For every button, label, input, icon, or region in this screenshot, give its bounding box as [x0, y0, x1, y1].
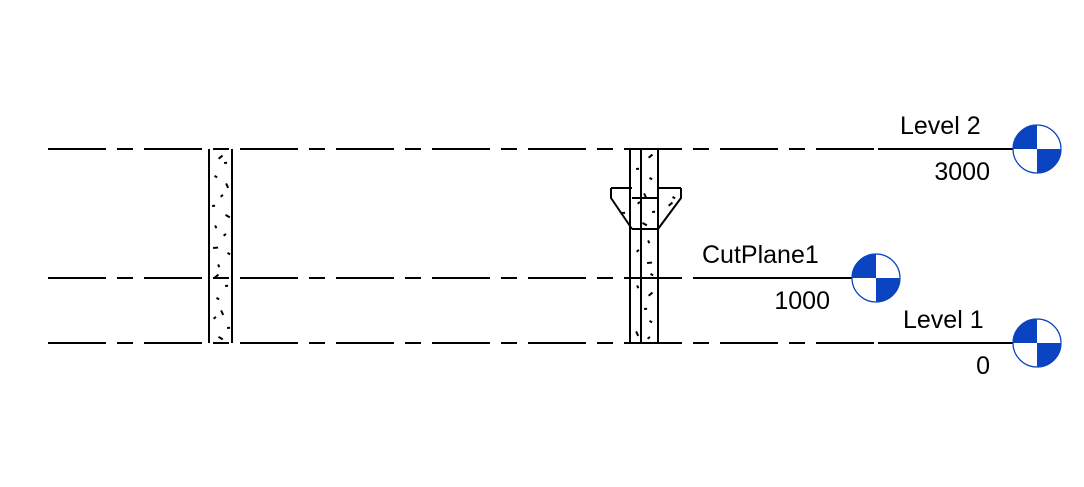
hopper-funnel-section[interactable]	[610, 187, 682, 230]
hatch-speckle	[647, 240, 651, 244]
level-lines-group	[48, 148, 1014, 344]
level-elevation-label-level-2[interactable]: 3000	[934, 158, 990, 186]
hatch-speckle	[225, 182, 230, 189]
hatch-speckle	[647, 261, 653, 264]
hatch-speckle	[213, 246, 219, 249]
marker-quadrant-top-left	[852, 254, 876, 278]
hatch-speckle	[217, 154, 224, 160]
hatch-speckle	[648, 291, 654, 297]
hatch-speckle	[216, 297, 220, 301]
hatch-speckle	[227, 251, 231, 256]
hatch-speckle	[652, 210, 656, 213]
hatch-speckle	[649, 273, 654, 277]
hatch-speckle	[672, 196, 676, 200]
hatch-speckle	[635, 249, 640, 253]
hatch-speckle	[220, 194, 224, 198]
hatch-speckle	[225, 214, 231, 219]
wall-left-section[interactable]	[208, 149, 233, 343]
level-name-label-level-1[interactable]: Level 1	[903, 306, 984, 334]
hatch-speckle	[642, 222, 648, 227]
hopper-left-outline	[610, 188, 633, 230]
level-markers-group	[851, 124, 1062, 368]
concrete-hatch-hopper	[622, 196, 676, 214]
level-marker-cut-plane-1[interactable]	[851, 253, 901, 303]
marker-circle-outline	[851, 253, 901, 303]
marker-circle-outline	[1012, 318, 1062, 368]
hatch-speckle	[622, 211, 626, 214]
hatch-speckle	[644, 307, 648, 310]
level-elevation-label-cut-plane-1[interactable]: 1000	[774, 287, 830, 315]
hatch-speckle	[647, 336, 651, 340]
marker-quadrant-bottom-right	[1037, 343, 1061, 367]
level-elevation-label-level-1[interactable]: 0	[976, 352, 990, 380]
marker-quadrant-bottom-right	[876, 278, 900, 302]
marker-quadrant-bottom-right	[1037, 149, 1061, 173]
hatch-speckle	[636, 284, 640, 289]
level-marker-level-2[interactable]	[1012, 124, 1062, 174]
marker-quadrant-top-left	[1013, 319, 1037, 343]
wall-right-section[interactable]	[629, 149, 659, 343]
hatch-speckle	[223, 233, 227, 237]
hatch-speckle	[226, 326, 231, 329]
hatch-speckle	[225, 284, 229, 287]
hatch-speckle	[217, 264, 221, 268]
hatch-speckle	[220, 310, 225, 316]
level-name-label-cut-plane-1[interactable]: CutPlane1	[702, 241, 819, 269]
concrete-hatch-left-wall	[212, 154, 231, 341]
hatch-speckle	[213, 316, 217, 320]
hatch-speckle	[214, 224, 218, 229]
hatch-speckle	[636, 201, 641, 205]
marker-circle-outline	[1012, 124, 1062, 174]
hatch-speckle	[648, 176, 653, 181]
hatch-speckle	[213, 273, 220, 279]
hatch-speckle	[636, 167, 640, 170]
hatch-speckle	[668, 201, 674, 207]
hatch-speckle	[218, 336, 224, 341]
hatch-speckle	[635, 330, 640, 337]
concrete-hatch-right-wall	[635, 153, 656, 340]
hatch-speckle	[212, 204, 216, 207]
hatch-speckle	[214, 175, 218, 179]
level-name-label-level-2[interactable]: Level 2	[900, 112, 981, 140]
level-marker-level-1[interactable]	[1012, 318, 1062, 368]
hopper-right-outline	[657, 188, 682, 230]
marker-quadrant-top-left	[1013, 125, 1037, 149]
hatch-speckle	[224, 161, 228, 164]
hatch-speckle	[648, 320, 653, 324]
hatch-speckle	[647, 153, 654, 159]
